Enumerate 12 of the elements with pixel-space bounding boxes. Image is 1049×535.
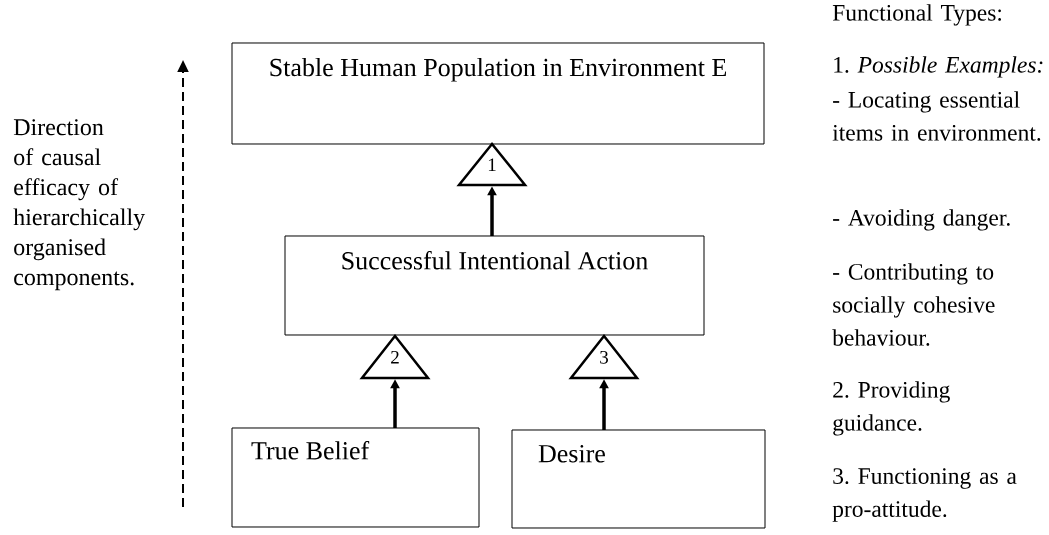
text-box: Stable Human Population in Environment E [231,42,765,145]
note-text: 1. Possible Examples: [834,56,1043,78]
note-text: - Contributing to socially cohesive behaviour. [832,263,995,346]
note-text: - Locating essential items in environment. [832,91,1041,141]
note-text: Functional Types: [832,4,1001,26]
note-text: Direction of causal efficacy of hierarchically organised components. [13,119,146,291]
note-text: 2. Providing guidance. [833,381,950,436]
note-text: 3. Functioning as a pro-attitude. [832,468,1017,522]
text-box: True Belief [231,427,480,528]
note-text: - Avoiding danger. [833,209,1010,231]
text-box: Successful Intentional Action [284,235,705,336]
text-box: Desire [511,429,766,529]
